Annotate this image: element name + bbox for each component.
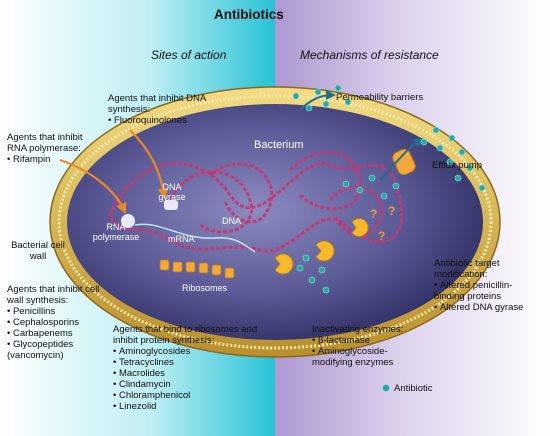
list-item: Tetracyclines xyxy=(113,357,263,368)
permeability-arrow xyxy=(299,90,336,111)
legend-antibiotic-label: Antibiotic xyxy=(394,383,433,394)
list-item: Clindamycin xyxy=(113,379,263,390)
list-item: β-lactamase xyxy=(312,335,407,346)
dna-label: DNA xyxy=(222,216,242,226)
dna-gyrase-label: DNA gyrase xyxy=(158,182,186,202)
dna-strands xyxy=(108,150,403,253)
bacterial-cell-wall-label: Bacterial cell wall xyxy=(11,240,65,262)
list-item: Aminoglycoside-modifying enzymes xyxy=(312,346,407,368)
label-inactivating-enzymes: Inactivating enzymes: β-lactamase Aminog… xyxy=(312,324,407,368)
label-target-modification: Antibiotic target modification: Altered … xyxy=(434,258,534,313)
dna-synthesis-list: Fluoroquinolones xyxy=(108,115,208,126)
svg-text:?: ? xyxy=(388,204,395,218)
protein-synthesis-list: Aminoglycosides Tetracyclines Macrolides… xyxy=(113,346,263,412)
ribosomes-label: Ribosomes xyxy=(182,283,228,293)
list-item: Macrolides xyxy=(113,368,263,379)
mrna-strand xyxy=(134,223,256,253)
cell-wall-synthesis-list: Penicillins Cephalosporins Carbapenems G… xyxy=(7,306,103,361)
list-item: Fluoroquinolones xyxy=(108,115,208,126)
list-item: Carbapenems xyxy=(7,328,103,339)
rna-polymerase-shape xyxy=(121,214,135,228)
ribosome-shapes xyxy=(159,259,235,279)
rna-polymerase-list: Rifampin xyxy=(7,154,99,165)
cell-wall-synthesis-heading: Agents that inhibit cell wall synthesis: xyxy=(7,284,100,306)
efflux-pump-shape xyxy=(392,148,416,176)
cell-membrane xyxy=(57,94,493,350)
page-title: Antibiotics xyxy=(214,7,284,22)
list-item: Aminoglycosides xyxy=(113,346,263,357)
section-header-sites: Sites of action xyxy=(151,48,227,62)
inactivating-enzymes-heading: Inactivating enzymes: xyxy=(312,324,404,335)
rna-polymerase-heading: Agents that inhibit RNA polymerase: xyxy=(7,132,83,154)
efflux-arrow xyxy=(379,137,424,181)
dna-synthesis-heading: Agents that inhibit DNA synthesis: xyxy=(108,93,206,115)
efflux-pump-label: Efflux pump xyxy=(432,160,482,171)
list-item: Altered penicillin-binding proteins xyxy=(434,280,534,302)
rna-polymerase-label: RNA polymerase xyxy=(92,222,140,242)
label-cell-wall-synthesis: Agents that inhibit cell wall synthesis:… xyxy=(7,284,103,361)
section-header-resistance: Mechanisms of resistance xyxy=(300,48,439,62)
list-item: Rifampin xyxy=(7,154,99,165)
permeability-barriers-label: Permeability barriers xyxy=(336,92,424,103)
list-item: Altered DNA gyrase xyxy=(434,302,534,313)
target-modification-heading: Antibiotic target modification: xyxy=(434,258,500,280)
target-modification-list: Altered penicillin-binding proteins Alte… xyxy=(434,280,534,313)
inactivating-enzyme-shapes xyxy=(274,218,369,275)
bacterium-label: Bacterium xyxy=(254,139,304,151)
antibiotic-molecules xyxy=(292,84,486,392)
list-item: Penicillins xyxy=(7,306,103,317)
svg-text:?: ? xyxy=(378,229,385,243)
label-protein-synthesis: Agents that bind to ribosomes and inhibi… xyxy=(113,324,263,412)
svg-text:?: ? xyxy=(370,207,377,221)
protein-synthesis-heading: Agents that bind to ribosomes and inhibi… xyxy=(113,324,258,346)
list-item: Cephalosporins xyxy=(7,317,103,328)
inactivating-enzymes-list: β-lactamase Aminoglycoside-modifying enz… xyxy=(312,335,407,368)
cytoplasm xyxy=(67,104,483,340)
label-rna-polymerase: Agents that inhibit RNA polymerase: Rifa… xyxy=(7,132,99,165)
label-dna-synthesis: Agents that inhibit DNA synthesis: Fluor… xyxy=(108,93,208,126)
list-item: Linezolid xyxy=(113,401,263,412)
list-item: Glycopeptides (vancomycin) xyxy=(7,339,97,361)
dna-gyrase-shape xyxy=(164,200,178,210)
list-item: Chloramphenicol xyxy=(113,390,263,401)
question-marks: ? ? ? xyxy=(370,204,395,243)
mrna-label: mRNA xyxy=(168,234,195,244)
